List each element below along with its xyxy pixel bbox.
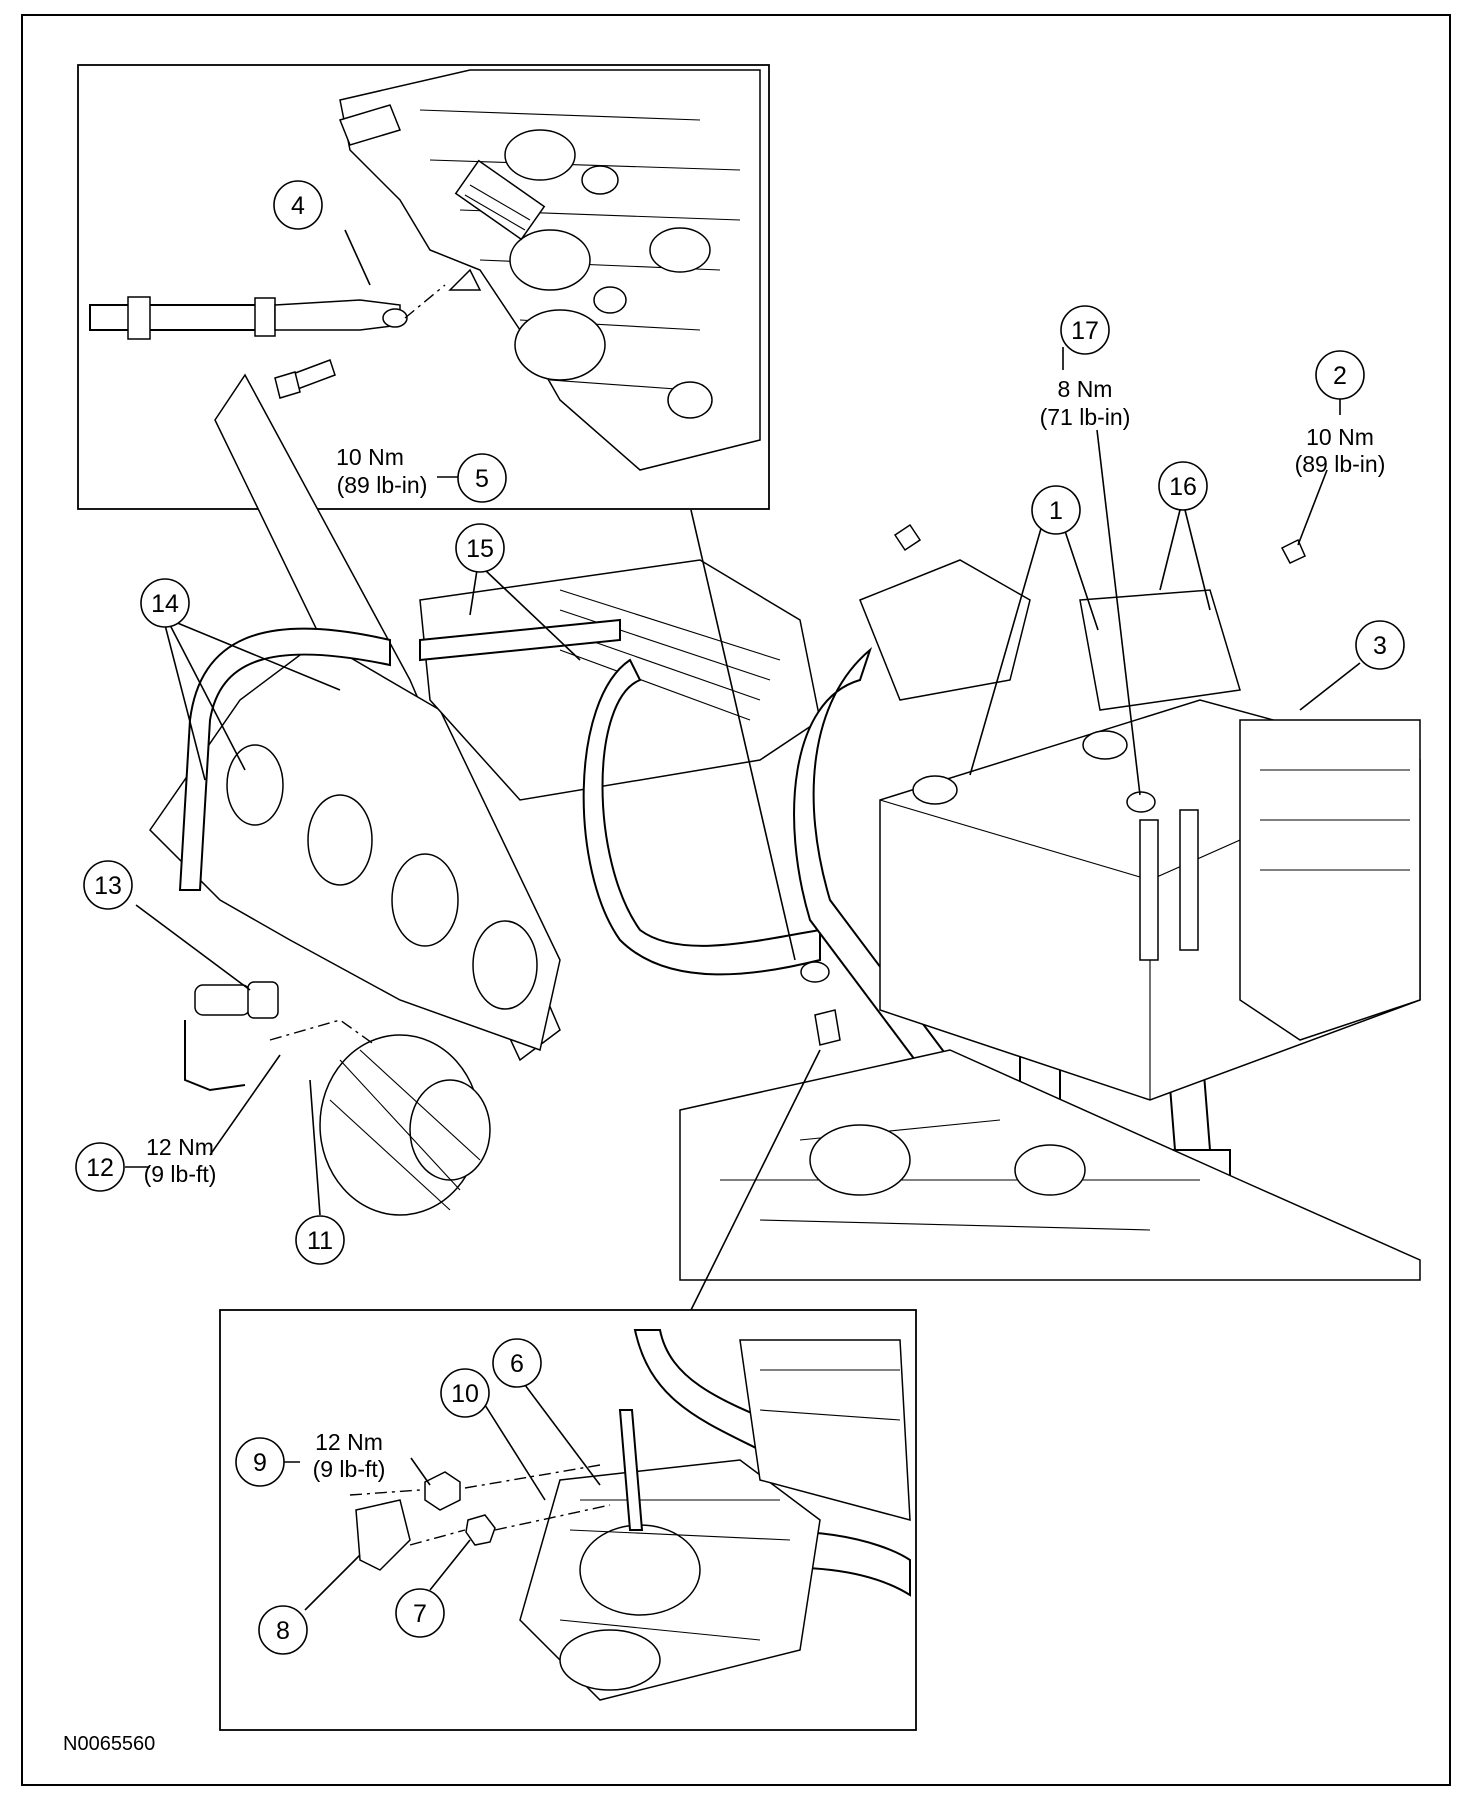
callout-2: 2 10 Nm (89 lb-in) [1295, 350, 1386, 477]
callout-9: 9 12 Nm (9 lb-ft) [235, 1429, 386, 1487]
callout-12-number: 12 [86, 1154, 114, 1182]
callout-10: 10 [440, 1368, 490, 1418]
alternator [319, 1034, 491, 1216]
intake-manifold-drawing [89, 69, 761, 471]
callout-8-circle [258, 1605, 308, 1655]
callout-4: 4 [273, 180, 323, 230]
callout-12-circle [75, 1142, 125, 1192]
callout-2-torque-imperial: (89 lb-in) [1295, 451, 1386, 477]
callout-11-number: 11 [307, 1227, 333, 1255]
callout-16-number: 16 [1169, 473, 1197, 501]
callout-10-circle [440, 1368, 490, 1418]
callout-4-circle [273, 180, 323, 230]
callout-9-torque-imperial: (9 lb-ft) [313, 1456, 386, 1482]
callout-8: 8 [258, 1605, 308, 1655]
callout-6-number: 6 [510, 1350, 524, 1378]
callout-9-circle [235, 1437, 285, 1487]
callout-1-number: 1 [1049, 497, 1063, 525]
callout-7-number: 7 [413, 1600, 427, 1628]
callout-16-circle [1158, 461, 1208, 511]
callout-5-number: 5 [475, 465, 489, 493]
callout-14-circle [140, 578, 190, 628]
callout-17-circle [1060, 305, 1110, 355]
starter-drawing [349, 1329, 911, 1701]
callout-13-number: 13 [94, 872, 122, 900]
callout-4-number: 4 [291, 192, 305, 220]
inset-top-left [77, 64, 770, 510]
callout-9-torque-nm: 12 Nm [315, 1429, 383, 1455]
callout-12-torque-imperial: (9 lb-ft) [144, 1161, 217, 1187]
callout-8-number: 8 [276, 1617, 290, 1645]
callout-11-circle [295, 1215, 345, 1265]
callout-7: 7 [395, 1588, 445, 1638]
callout-2-torque-nm: 10 Nm [1306, 424, 1374, 450]
callout-12: 12 12 Nm (9 lb-ft) [75, 1134, 217, 1192]
callout-7-circle [395, 1588, 445, 1638]
callout-17-torque-imperial: (71 lb-in) [1040, 404, 1131, 430]
callout-1: 1 [1031, 485, 1081, 535]
outer-frame [21, 14, 1451, 1786]
callout-13: 13 [83, 860, 133, 910]
callout-2-number: 2 [1333, 362, 1347, 390]
callout-12-torque-nm: 12 Nm [146, 1134, 214, 1160]
callout-10-number: 10 [451, 1380, 479, 1408]
callout-6-circle [492, 1338, 542, 1388]
callout-5-circle [457, 453, 507, 503]
callout-5: 10 Nm (89 lb-in) 5 [336, 444, 507, 503]
sensor-13 [184, 981, 376, 1092]
inset-bottom [219, 1309, 917, 1731]
callout-15-circle [455, 523, 505, 573]
callout-17: 17 8 Nm (71 lb-in) [1040, 305, 1131, 430]
leader-lines [125, 229, 1361, 1611]
callout-14-number: 14 [151, 590, 179, 618]
callout-14: 14 [140, 578, 190, 628]
callout-17-number: 17 [1071, 317, 1099, 345]
callout-1-circle [1031, 485, 1081, 535]
callout-3-circle [1355, 620, 1405, 670]
callout-6: 6 [492, 1338, 542, 1388]
callout-3: 3 [1355, 620, 1405, 670]
callout-13-circle [83, 860, 133, 910]
figure-id: N0065560 [63, 1733, 155, 1755]
callout-15-number: 15 [466, 535, 494, 563]
callout-15: 15 [455, 523, 505, 573]
callout-11: 11 [295, 1215, 345, 1265]
callout-16: 16 [1158, 461, 1208, 511]
engine-main-drawing [149, 373, 1421, 1281]
callout-9-number: 9 [253, 1449, 267, 1477]
callout-17-torque-nm: 8 Nm [1058, 376, 1113, 402]
callout-3-number: 3 [1373, 632, 1387, 660]
callout-5-torque-imperial: (89 lb-in) [337, 472, 428, 498]
callout-5-torque-nm: 10 Nm [336, 444, 404, 470]
callout-2-circle [1315, 350, 1365, 400]
